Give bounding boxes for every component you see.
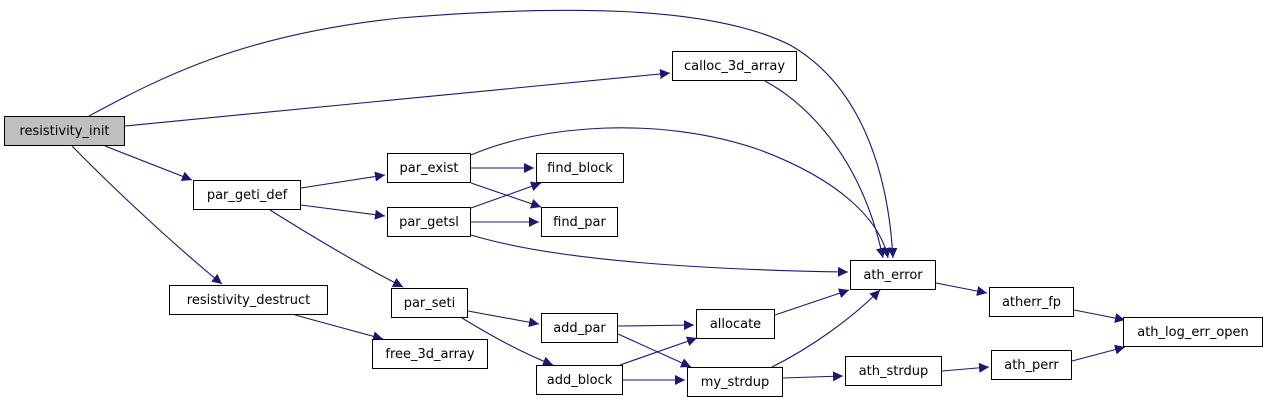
node-my_strdup[interactable]: my_strdup [687,367,783,397]
edge-par_geti_def-par_exist [300,171,386,189]
edge-my_strdup-ath_strdup [782,371,844,382]
edge-resistivity_init-par_geti_def [104,145,193,182]
node-par_geti_def[interactable]: par_geti_def [193,180,301,210]
node-add_block[interactable]: add_block [536,365,623,395]
edge-add_par-allocate [617,320,695,331]
edge-add_par-my_strdup [617,333,692,368]
edge-par_geti_def-par_getsl [300,204,386,220]
edge-my_strdup-ath_error [771,289,881,368]
node-par_getsl[interactable]: par_getsl [387,207,471,237]
node-find_block[interactable]: find_block [536,153,624,183]
edge-resistivity_init-calloc_3d_array [124,68,671,127]
node-calloc_3d_array[interactable]: calloc_3d_array [672,51,797,81]
edge-add_block-allocate [619,336,698,366]
edge-resistivity_init-resistivity_destruct [71,145,223,285]
node-par_seti[interactable]: par_seti [391,288,468,318]
node-find_par[interactable]: find_par [541,207,618,237]
node-ath_strdup[interactable]: ath_strdup [845,356,942,386]
node-allocate[interactable]: allocate [696,309,775,339]
node-atherr_fp[interactable]: atherr_fp [989,287,1074,317]
edge-par_exist-ath_error [470,127,891,259]
edge-ath_perr-ath_log_err_open [1071,344,1126,362]
node-ath_error[interactable]: ath_error [850,260,936,290]
node-resistivity_destruct[interactable]: resistivity_destruct [169,285,328,315]
edge-par_getsl-find_block [470,181,542,209]
node-free_3d_array[interactable]: free_3d_array [372,339,488,369]
edge-allocate-ath_error [774,288,850,316]
edge-calloc_3d_array-ath_error [764,80,886,259]
node-ath_log_err_open[interactable]: ath_log_err_open [1123,317,1263,347]
edge-resistivity_destruct-free_3d_array [294,314,384,342]
node-resistivity_init[interactable]: resistivity_init [4,116,125,146]
node-add_par[interactable]: add_par [541,313,618,343]
edge-par_geti_def-par_seti [269,209,404,288]
node-par_exist[interactable]: par_exist [387,153,471,183]
edge-par_seti-add_block [461,317,554,366]
edge-ath_strdup-ath_perr [941,362,990,373]
node-ath_perr[interactable]: ath_perr [991,350,1072,380]
edge-resistivity_init-ath_error [88,9,898,259]
edge-ath_error-atherr_fp [935,282,988,296]
edge-par_seti-add_par [467,310,540,328]
edge-atherr_fp-ath_log_err_open [1073,309,1126,323]
edge-par_getsl-ath_error [470,234,849,277]
